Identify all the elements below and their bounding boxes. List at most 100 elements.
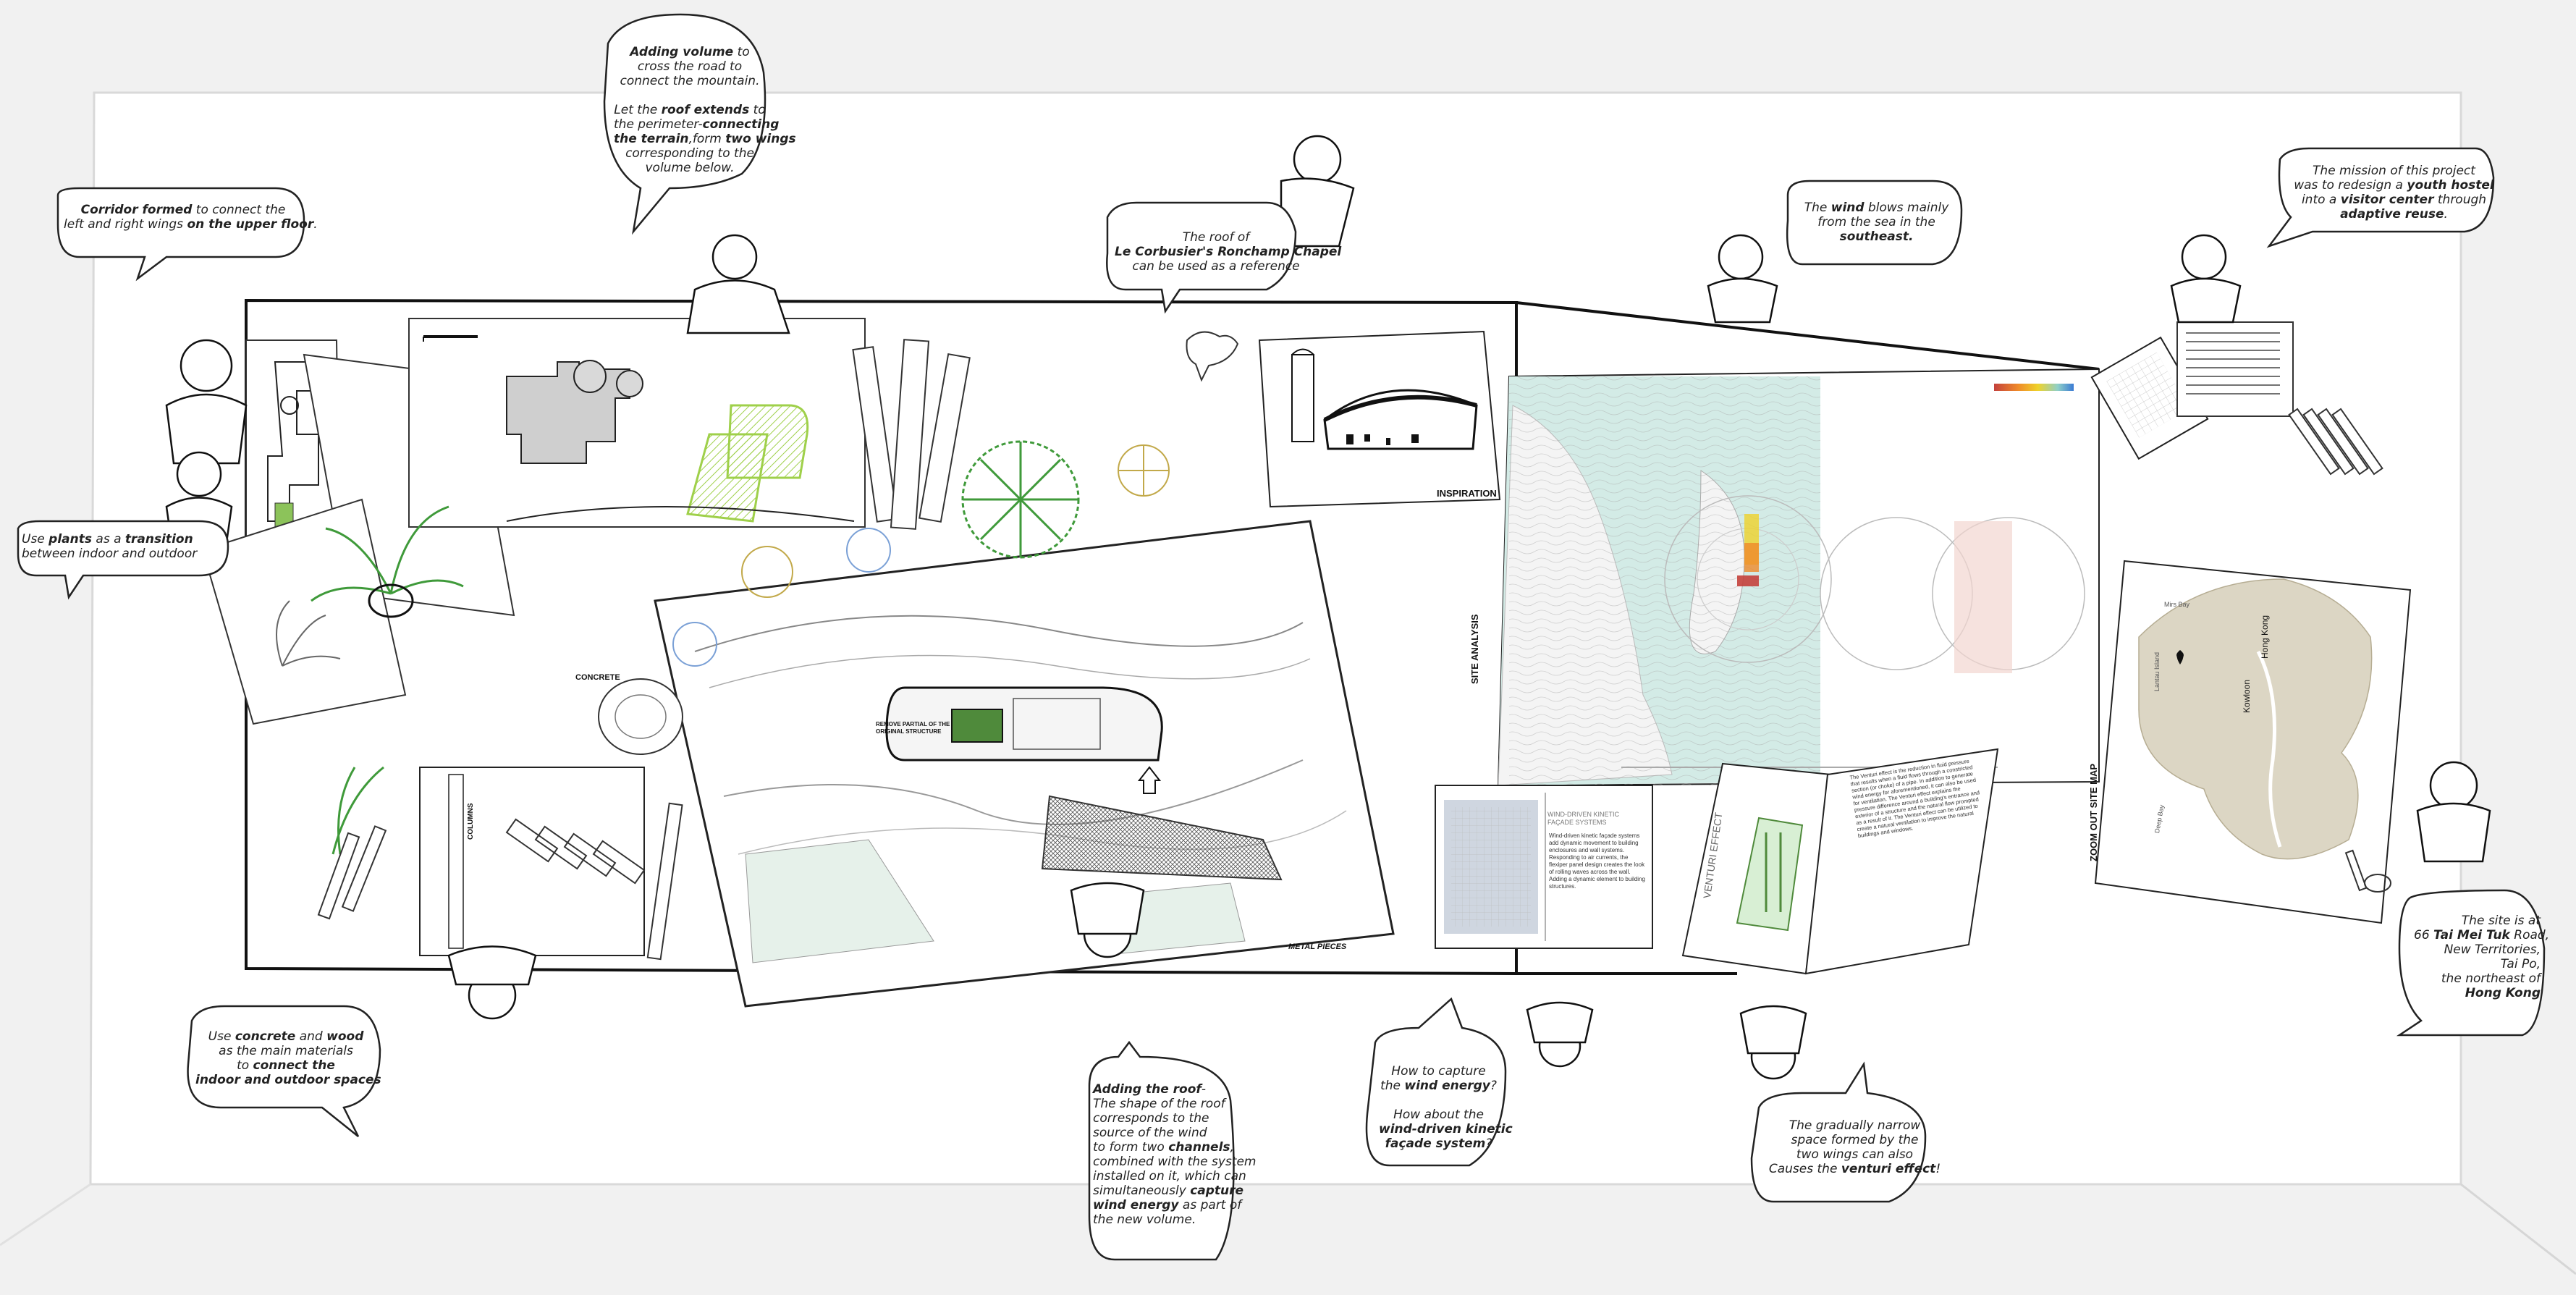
arrow-up-icon bbox=[1137, 766, 1162, 794]
bubble-line: adaptive reuse. bbox=[2340, 207, 2448, 222]
bubble-line: Use plants as a transition bbox=[22, 532, 193, 547]
tree-icon bbox=[1118, 444, 1170, 497]
bubble-line: can be used as a reference bbox=[1132, 259, 1300, 274]
bubble-line: to connect the bbox=[237, 1058, 335, 1073]
tubes bbox=[2288, 408, 2383, 476]
timber-beam bbox=[317, 832, 360, 920]
bubble-line: volume below. bbox=[645, 161, 735, 175]
wind-driven-description: Wind-driven kinetic façade systems add d… bbox=[1549, 832, 1645, 890]
venturi-effect-sheets bbox=[1681, 748, 1999, 975]
timber-beam bbox=[341, 825, 387, 912]
bubble-line: connect the mountain. bbox=[620, 74, 760, 88]
bubble-line: was to redesign a youth hostel bbox=[2294, 178, 2494, 193]
bubble-line: the perimeter-connecting bbox=[614, 117, 780, 132]
bubble-line: The roof of bbox=[1182, 230, 1250, 245]
bubble-line: How to capture bbox=[1391, 1064, 1486, 1079]
bubble-line: combined with the system bbox=[1093, 1155, 1257, 1169]
bubble-line: New Territories, bbox=[2444, 942, 2541, 957]
bubble-line: Adding volume to bbox=[630, 45, 750, 59]
tree-icon bbox=[672, 528, 891, 667]
bubble-line: from the sea in the bbox=[1817, 215, 1935, 229]
bubble-line: Adding the roof- bbox=[1093, 1082, 1206, 1097]
bubble-line: The wind blows mainly bbox=[1804, 201, 1949, 215]
wind-driven-title-line-1: WIND-DRIVEN KINETIC bbox=[1547, 811, 1619, 818]
bubble-line: two wings can also bbox=[1796, 1147, 1914, 1162]
zoom-out-site-map-label: ZOOM OUT SITE MAP bbox=[2088, 763, 2099, 861]
rolled-drawings bbox=[852, 339, 971, 530]
wind-driven-facade-panel bbox=[1435, 785, 1653, 949]
bubble-line: The site is at bbox=[2461, 914, 2541, 928]
bubble-line: The gradually narrow bbox=[1789, 1118, 1921, 1133]
bubble-line: Corridor formed to connect the bbox=[80, 203, 286, 217]
inspiration-sheet bbox=[1258, 330, 1501, 508]
bubble-line: left and right wings on the upper floor. bbox=[64, 217, 318, 232]
inspiration-label: INSPIRATION bbox=[1437, 488, 1497, 499]
bubble-line: cross the road to bbox=[637, 59, 743, 74]
bubble-line: space formed by the bbox=[1791, 1133, 1919, 1147]
bubble-line: southeast. bbox=[1839, 229, 1914, 244]
document-sheet bbox=[2176, 321, 2294, 417]
pen-icon bbox=[2344, 849, 2391, 893]
bubble-line: The mission of this project bbox=[2313, 164, 2475, 178]
metal-pieces-label: METAL PIECES bbox=[1288, 942, 1347, 951]
remove-partial-line-2: ORIGINAL STRUCTURE bbox=[876, 728, 942, 735]
speech-bubbles bbox=[17, 13, 2546, 1261]
columns-label: COLUMNS bbox=[467, 803, 475, 840]
document-lines bbox=[2186, 332, 2280, 395]
remove-partial-label: REMOVE PARTIAL OF THE ORIGINAL STRUCTURE bbox=[876, 721, 950, 735]
site-analysis-label: SITE ANALYSIS bbox=[1469, 614, 1480, 684]
bubble-line: the terrain,form two wings bbox=[614, 132, 796, 146]
bubble-line: Tai Po, bbox=[2500, 957, 2541, 971]
bubble-line: between indoor and outdoor bbox=[22, 547, 198, 561]
bubble-line: to form two channels, bbox=[1093, 1140, 1234, 1155]
map-place-label: Mirs Bay bbox=[2164, 601, 2190, 608]
bird-icon bbox=[1186, 331, 1239, 382]
roof-mesh bbox=[1041, 795, 1283, 881]
bubble-line: The shape of the roof bbox=[1093, 1097, 1225, 1111]
bubble-line: into a visitor center through bbox=[2301, 193, 2487, 207]
bubble-line: as the main materials bbox=[219, 1044, 353, 1058]
bubble-line: wind energy as part of bbox=[1093, 1198, 1242, 1212]
tree-icon bbox=[961, 440, 1080, 559]
bubble-line: How about the bbox=[1393, 1108, 1484, 1122]
bubble-line: corresponding to the bbox=[625, 146, 754, 161]
bubble-line: Le Corbusier's Ronchamp Chapel bbox=[1115, 245, 1342, 259]
bubble-line: the northeast of bbox=[2441, 971, 2541, 986]
bubble-line: the new volume. bbox=[1093, 1212, 1196, 1227]
site-plan-sheet bbox=[654, 520, 1395, 1008]
plant-icon bbox=[276, 505, 464, 855]
laptop-icon bbox=[2090, 336, 2209, 460]
bubble-line bbox=[1379, 1093, 1498, 1108]
timber-beam bbox=[646, 802, 683, 961]
map-pin-icon bbox=[2176, 650, 2184, 665]
concrete-mixer bbox=[598, 678, 683, 755]
bubble-line: Hong Kong bbox=[2465, 986, 2541, 1000]
map-place-label: Kowloon bbox=[2242, 679, 2252, 713]
bubble-line: Let the roof extends to bbox=[614, 103, 766, 117]
map-place-label: Hong Kong bbox=[2260, 615, 2270, 659]
bubble-line: source of the wind bbox=[1093, 1126, 1207, 1140]
map-place-label: Lantau Island bbox=[2153, 651, 2161, 691]
concrete-label: CONCRETE bbox=[575, 673, 620, 682]
wind-driven-title-line-2: FAÇADE SYSTEMS bbox=[1547, 819, 1607, 826]
upper-plan-sheet bbox=[408, 318, 866, 528]
bubble-line: wind-driven kinetic bbox=[1379, 1122, 1513, 1136]
bubble-line: 66 Tai Mei Tuk Road, bbox=[2414, 928, 2550, 942]
bubble-line: indoor and outdoor spaces bbox=[195, 1073, 381, 1087]
bubble-line: corresponds to the bbox=[1093, 1111, 1209, 1126]
bubble-line bbox=[614, 88, 766, 103]
site-analysis-sheet bbox=[1497, 368, 2100, 787]
remove-partial-line-1: REMOVE PARTIAL OF THE bbox=[876, 721, 950, 727]
